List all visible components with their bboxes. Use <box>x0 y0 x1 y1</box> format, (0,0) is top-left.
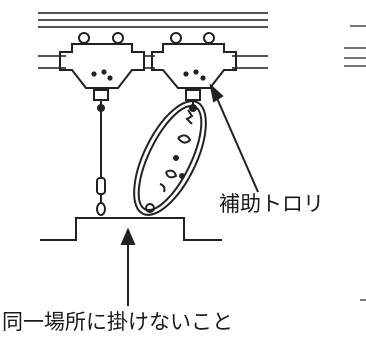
auxiliary-trolley-label: 補助トロリ <box>219 192 324 216</box>
up-arrow <box>120 227 136 306</box>
coiled-cable <box>133 100 207 216</box>
warning-label: 同一場所に掛けないこと <box>2 310 233 334</box>
trolley-left <box>59 32 145 112</box>
hanger-wire <box>96 110 106 216</box>
edge-fragment <box>344 25 366 301</box>
leader-aux <box>209 83 259 193</box>
load-base <box>40 217 222 241</box>
trolley-right <box>151 32 237 112</box>
